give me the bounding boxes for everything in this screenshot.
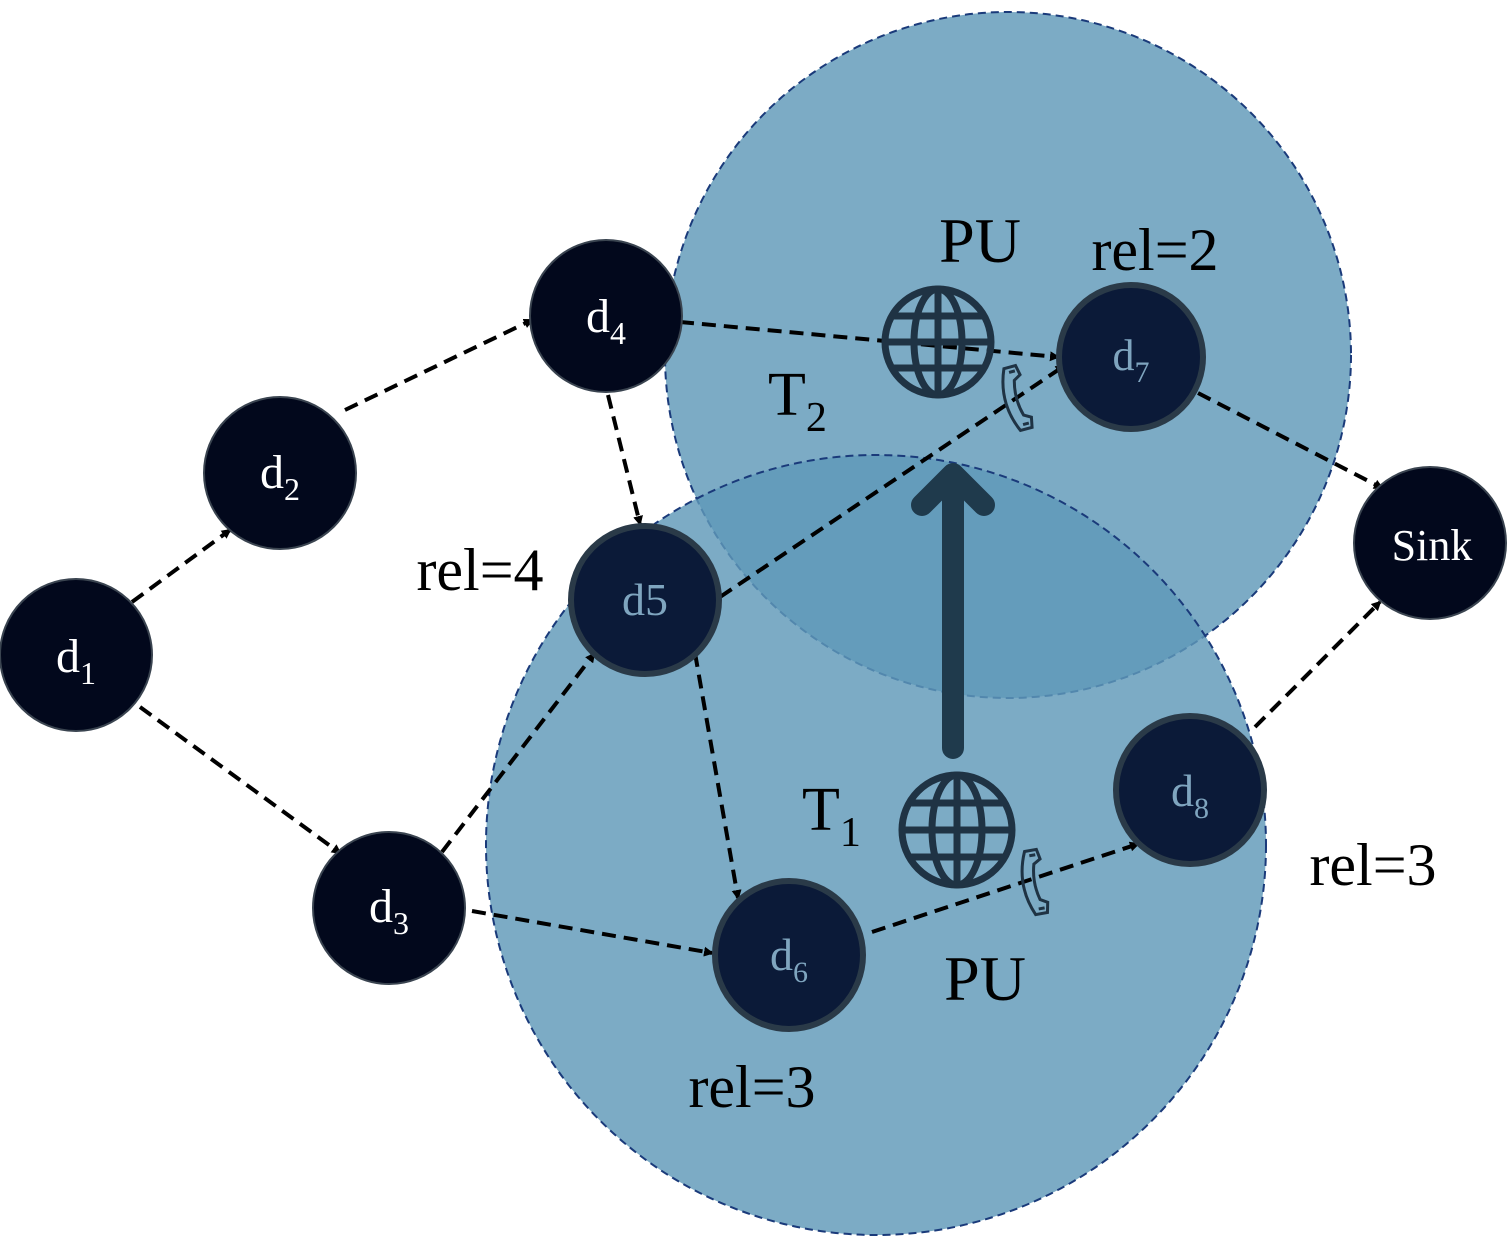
t2-label-main: T: [768, 361, 806, 429]
link-d6-d8: [871, 841, 1140, 934]
node-d1-subscript: 1: [80, 655, 96, 691]
svg-text:d7: d7: [1113, 331, 1150, 389]
svg-text:d3: d3: [369, 880, 409, 941]
node-d7-label: d: [1113, 331, 1135, 380]
node-d4-label: d: [586, 290, 610, 343]
node-d8: d8: [1113, 713, 1267, 867]
svg-text:d1: d1: [56, 630, 96, 691]
pu-label-bottom: PU: [944, 943, 1026, 1014]
node-d4-subscript: 4: [610, 315, 626, 351]
node-d2-label: d: [260, 446, 284, 499]
svg-text:d8: d8: [1171, 765, 1209, 825]
t1-label: T1: [802, 776, 861, 856]
globe-icon: [898, 771, 1016, 889]
link-d5-d6: [693, 652, 742, 900]
link-d1-d3: [138, 705, 342, 855]
phone-icon: [1001, 363, 1034, 433]
link-d4-d7: [679, 320, 1060, 362]
svg-text:Sink: Sink: [1392, 521, 1473, 570]
link-d8-sink: [1253, 600, 1382, 729]
node-d8-subscript: 8: [1194, 792, 1209, 825]
phone-icon: [1020, 847, 1050, 917]
node-d6: d6: [712, 878, 866, 1032]
node-d3-label: d: [369, 880, 393, 933]
link-d1-d2: [130, 528, 232, 604]
link-d7-d8-to-sink: [1197, 391, 1384, 490]
t1-label-subscript: 1: [840, 810, 861, 856]
rel-label-d5: rel=4: [416, 537, 543, 603]
rel-label-d8: rel=3: [1309, 832, 1436, 898]
node-d6-subscript: 6: [793, 956, 808, 989]
svg-text:d2: d2: [260, 446, 300, 507]
node-d5-label: d5: [622, 574, 668, 625]
node-d2: d2: [203, 396, 357, 550]
svg-text:d6: d6: [770, 929, 808, 989]
node-d2-subscript: 2: [284, 471, 300, 507]
node-d1: d1: [0, 578, 153, 732]
node-d7-subscript: 7: [1135, 356, 1150, 389]
link-d5-d7: [718, 364, 1066, 599]
node-d6-label: d: [770, 929, 793, 980]
node-sink-label: Sink: [1392, 521, 1473, 570]
globe-icon: [881, 285, 995, 399]
t2-label: T2: [768, 361, 827, 441]
node-d5: d5: [568, 523, 722, 677]
link-d2-d4: [344, 318, 534, 412]
link-d3-d6: [471, 909, 714, 957]
node-sink: Sink: [1353, 466, 1507, 620]
link-d4-d5: [606, 394, 643, 526]
node-d3-subscript: 3: [393, 905, 409, 941]
link-d3-d5: [440, 652, 596, 854]
node-d8-label: d: [1171, 765, 1194, 816]
t2-label-subscript: 2: [806, 395, 827, 441]
rel-label-d7: rel=2: [1091, 217, 1218, 283]
pu-movement-arrow: [911, 463, 995, 759]
pu-label-top: PU: [939, 205, 1021, 276]
node-d7: d7: [1056, 282, 1206, 432]
links: [130, 318, 1384, 957]
node-d4: d4: [529, 239, 683, 393]
t1-label-main: T: [802, 776, 840, 844]
svg-text:d5: d5: [622, 574, 668, 625]
node-d1-label: d: [56, 630, 80, 683]
svg-text:d4: d4: [586, 290, 626, 351]
rel-label-d6: rel=3: [688, 1054, 815, 1120]
node-d3: d3: [312, 831, 466, 985]
